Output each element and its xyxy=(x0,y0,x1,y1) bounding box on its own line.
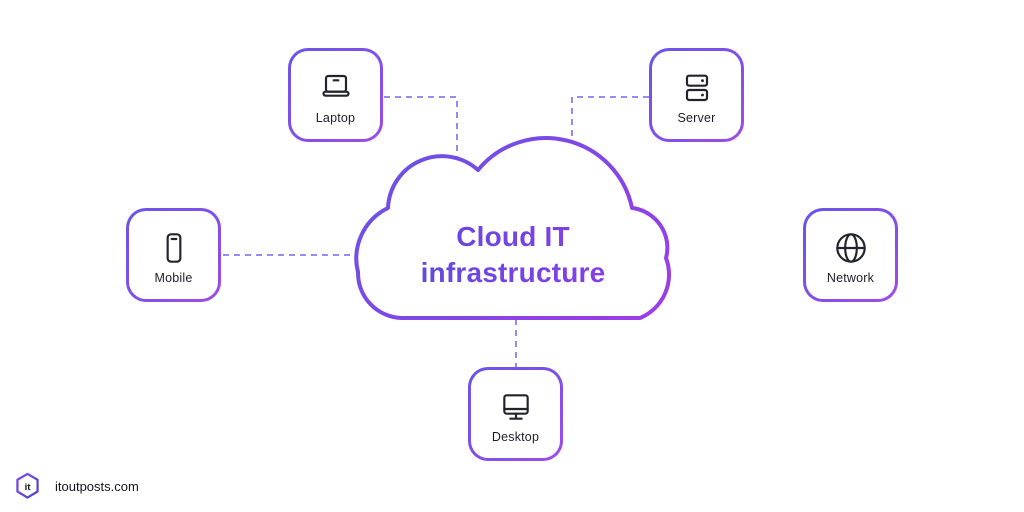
node-network: Network xyxy=(803,208,898,302)
desktop-icon xyxy=(496,387,536,427)
connector-laptop-cloud xyxy=(384,96,458,169)
server-icon xyxy=(677,68,717,108)
itoutposts-logo-icon: it xyxy=(14,472,41,500)
website-url: itoutposts.com xyxy=(55,478,139,494)
node-laptop: Laptop xyxy=(288,48,383,142)
node-server: Server xyxy=(649,48,744,142)
node-laptop-label: Laptop xyxy=(315,110,356,125)
node-desktop: Desktop xyxy=(468,367,563,461)
connector-server-cloud xyxy=(571,96,649,141)
node-mobile-label: Mobile xyxy=(154,270,193,285)
cloud-title-line2: infrastructure xyxy=(420,257,606,288)
cloud-shape xyxy=(354,136,672,320)
node-server-label: Server xyxy=(677,110,716,125)
cloud-title-line1: Cloud IT xyxy=(456,221,570,252)
footer-branding: it itoutposts.com xyxy=(14,472,139,500)
globe-icon xyxy=(831,228,871,268)
mobile-icon xyxy=(154,228,194,268)
node-network-label: Network xyxy=(826,270,875,285)
node-mobile: Mobile xyxy=(126,208,221,302)
logo-mark-text: it xyxy=(25,482,32,493)
node-desktop-label: Desktop xyxy=(491,429,540,444)
cloud-title: Cloud IT infrastructure xyxy=(363,219,663,291)
laptop-icon xyxy=(316,68,356,108)
